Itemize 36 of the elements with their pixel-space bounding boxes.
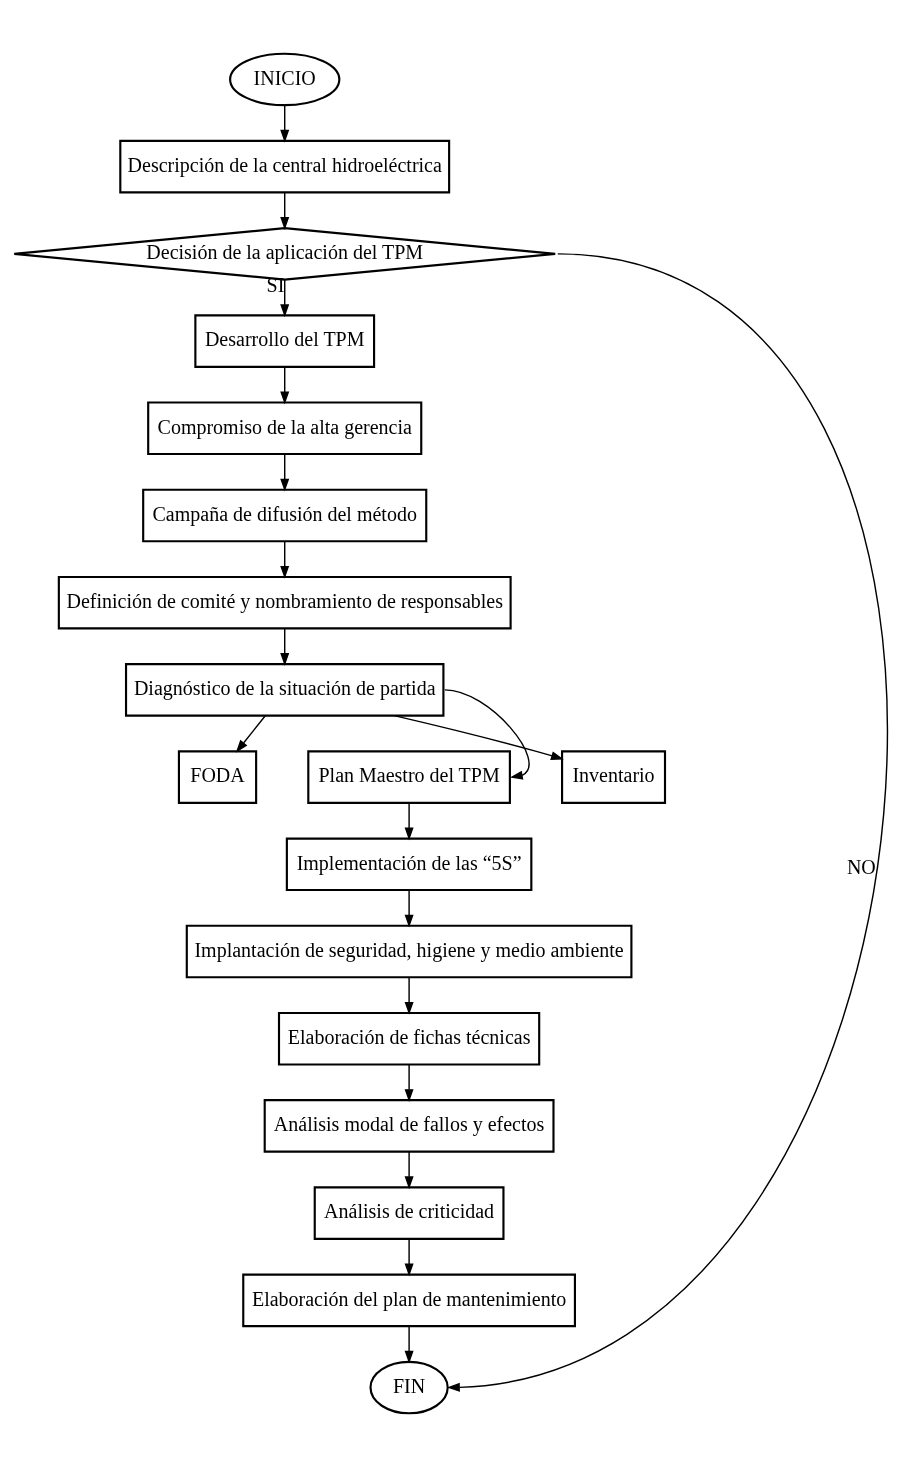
node-box: Desarrollo del TPM xyxy=(194,314,376,368)
arrow xyxy=(280,366,290,405)
node-box: Definición de comité y nombramiento de responsables xyxy=(57,575,512,630)
arrow xyxy=(235,715,266,753)
node-box: Análisis de criticidad xyxy=(313,1186,505,1240)
arrow xyxy=(280,453,290,492)
arrow xyxy=(280,279,290,318)
arrow xyxy=(280,191,290,230)
node-box: Diagnóstico de la situación de partida xyxy=(124,663,445,717)
arrow xyxy=(404,1151,414,1190)
arrow xyxy=(404,1325,414,1364)
arrow xyxy=(404,802,414,841)
node-box: Implantación de seguridad, higiene y medio ambiente xyxy=(185,924,633,979)
node-box: Elaboración de fichas técnicas xyxy=(277,1011,541,1066)
node-box: FODA xyxy=(177,750,258,804)
node-box: Elaboración del plan de mantenimiento xyxy=(242,1273,576,1328)
arrow xyxy=(393,714,564,761)
node-ellipse: INICIO xyxy=(229,52,341,107)
node-box: Campaña de difusión del método xyxy=(142,488,428,543)
edge-label: NO xyxy=(846,855,876,878)
arrow xyxy=(446,253,887,1392)
node-ellipse: FIN xyxy=(369,1360,449,1415)
node-box: Inventario xyxy=(561,750,667,804)
arrow xyxy=(404,976,414,1015)
node-box: Plan Maestro del TPM xyxy=(307,750,511,804)
arrow xyxy=(280,540,290,579)
node-box: Compromiso de la alta gerencia xyxy=(147,401,423,456)
arrow xyxy=(404,889,414,928)
node-box: Implementación de las “5S” xyxy=(285,837,533,892)
node-box: Descripción de la central hidroeléctrica xyxy=(119,139,451,194)
arrow xyxy=(280,627,290,666)
arrow xyxy=(404,1063,414,1103)
arrow xyxy=(280,104,290,143)
node-box: Análisis modal de fallos y efectos xyxy=(263,1099,555,1153)
arrow xyxy=(444,689,530,780)
arrow xyxy=(404,1238,414,1277)
